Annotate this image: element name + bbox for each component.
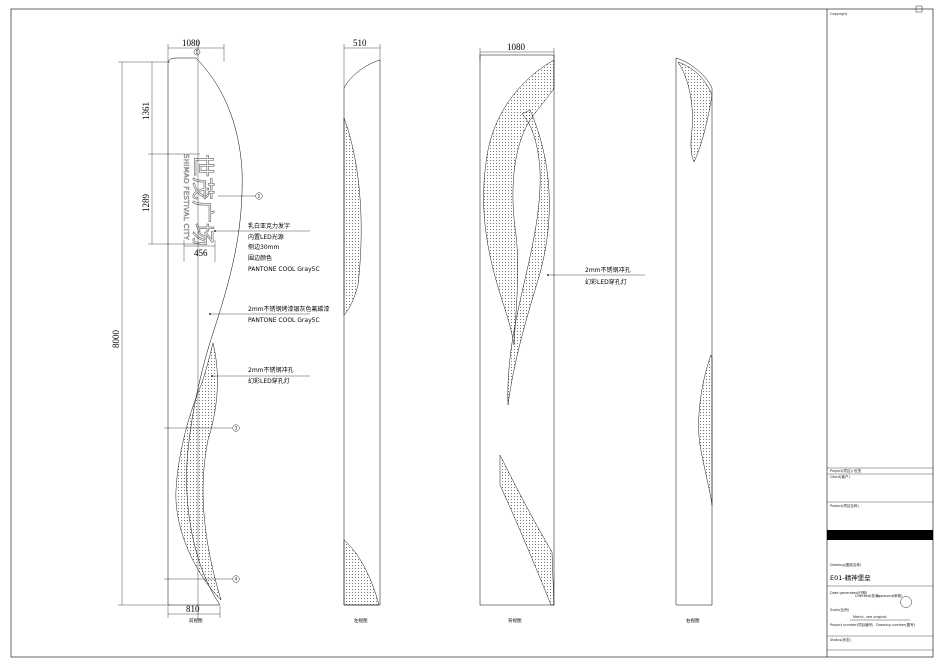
note-acrylic-5: PANTONE COOL Gray5C (248, 266, 320, 273)
front-perforated-panel (175, 342, 222, 601)
tb-scale-value: Metric, see original (853, 615, 886, 619)
back-view: 1080 2mm不锈钢冲孔 幻彩LED穿孔灯 背视图 (479, 42, 645, 624)
back-perf-lower (499, 454, 555, 606)
tb-drawing-label: Drawing(图纸名称) (830, 562, 862, 567)
dim-front-logo-width: 456 (194, 248, 208, 258)
tb-client: Client(客户) (830, 474, 850, 479)
marker-4: 4 (235, 577, 238, 582)
note-acrylic-1: 乳白亚克力发字 (248, 222, 290, 230)
right-perf-mid (698, 354, 713, 506)
note-acrylic-2: 内置LED光源 (248, 233, 284, 241)
dim-front-total-height: 8000 (111, 330, 121, 349)
note-perf-2: 幻彩LED穿孔灯 (248, 377, 290, 385)
note-steel-2: PANTONE COOL Gray5C (248, 317, 320, 324)
left-caption: 左视图 (354, 617, 368, 624)
front-logo: 世茂广场 SHIMAO FESTIVAL CITY (182, 154, 216, 247)
tb-drawing-number: Drawing number(图号) (876, 622, 916, 627)
left-perf-bottom (343, 539, 380, 606)
tb-approved-label: Approved(审核) (876, 593, 903, 598)
right-outline (675, 57, 713, 606)
corner-mark (915, 5, 923, 13)
tb-date-label: Date generated(日期) (830, 590, 868, 595)
back-perf-center (507, 109, 550, 406)
note-steel-1: 2mm不锈钢烤漆银灰色氟碳漆 (248, 305, 330, 313)
marker-3: 3 (235, 426, 238, 431)
title-block: Copyright Project(项目)/ 世茂 Client(客户) Pro… (827, 12, 933, 651)
note-acrylic-4: 围边颜色 (248, 254, 272, 262)
marker-1: 1 (196, 50, 199, 55)
right-side-view: 右视图 (675, 57, 713, 624)
left-side-view: 510 左视图 (343, 38, 381, 624)
front-caption: 前视图 (189, 617, 203, 624)
dim-back-width: 1080 (507, 42, 526, 52)
tb-project-name: Project(项目名称) (830, 503, 859, 508)
tb-drawing-title: E01-精神堡垒 (830, 573, 871, 582)
back-note-perf-1: 2mm不锈钢冲孔 (585, 266, 631, 274)
tb-project-row: Project(项目)/ 世茂 (830, 468, 861, 473)
tb-black-band (827, 530, 933, 540)
logo-english: SHIMAO FESTIVAL CITY (182, 154, 190, 241)
note-acrylic-3: 侧边30mm (248, 243, 279, 251)
left-outline (343, 59, 381, 606)
right-perf-top (677, 61, 713, 163)
front-view: 世茂广场 SHIMAO FESTIVAL CITY 1080 1 8000 13… (111, 38, 330, 624)
tb-copyright: Copyright (830, 12, 848, 16)
logo-chinese: 世茂广场 (189, 154, 215, 246)
dim-left-width: 510 (353, 38, 367, 48)
marker-2: 2 (258, 194, 261, 199)
tb-stamp-circle (900, 596, 912, 608)
back-caption: 背视图 (508, 617, 522, 624)
back-note-perf-2: 幻彩LED穿孔灯 (585, 278, 627, 286)
right-caption: 右视图 (686, 617, 700, 624)
tb-status: Status(状态) (830, 637, 852, 642)
tb-checked-label: Checked(校对) (855, 593, 880, 598)
dim-front-upper-seg: 1361 (141, 102, 151, 120)
dim-front-lower-seg: 1289 (141, 194, 151, 213)
tb-project-number: Project number(项目编号) (830, 622, 874, 627)
back-outline (479, 54, 555, 606)
dim-front-width-top: 1080 (182, 38, 201, 48)
left-perf-top (343, 117, 362, 316)
sheet-frame (10, 8, 934, 658)
dim-front-width-bottom: 810 (186, 604, 200, 614)
tb-scale-label: Scale(比例) (830, 607, 850, 612)
note-perf-1: 2mm不锈钢冲孔 (248, 366, 294, 374)
